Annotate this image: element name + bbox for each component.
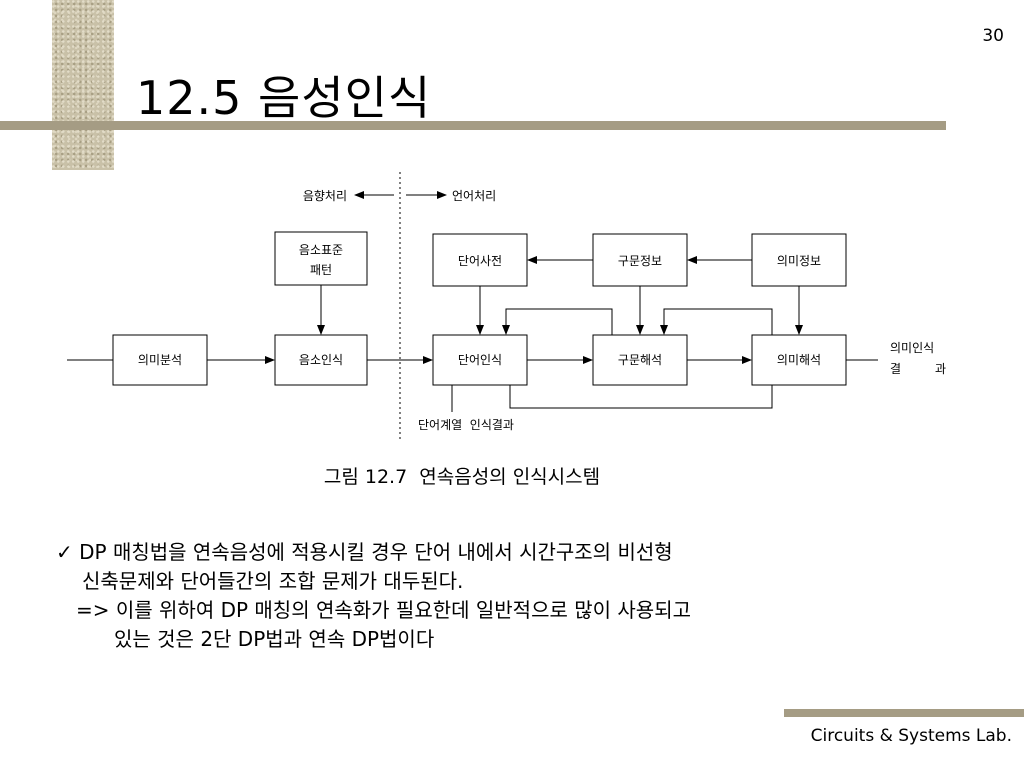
semantic-analysis-box: 의미해석 [751,334,847,386]
language-processing-label: 언어처리 [452,189,496,203]
feedback-syntax-to-word [502,308,613,335]
decorative-texture-block [52,0,114,170]
slide-title: 12.5 음성인식 [136,71,432,125]
word-recognition-label: 단어인식 [458,353,502,367]
bullet-line-1-text: DP 매칭법을 연속음성에 적용시킬 경우 단어 내에서 시간구조의 비선형 [79,540,673,564]
feedback-bottom-loop [509,385,773,409]
output-label-line2a: 결 [890,362,901,376]
body-text: ✓ DP 매칭법을 연속음성에 적용시킬 경우 단어 내에서 시간구조의 비선형… [56,538,976,654]
bullet-line-1: ✓ DP 매칭법을 연속음성에 적용시킬 경우 단어 내에서 시간구조의 비선형 [56,538,976,567]
acoustic-processing-label: 음향처리 [303,189,347,203]
semantic-info-label: 의미정보 [777,254,821,268]
syntax-info-box: 구문정보 [592,233,688,287]
bullet-line-4: 있는 것은 2단 DP법과 연속 DP법이다 [114,627,435,651]
meaning-analysis-box: 의미분석 [112,334,208,386]
phoneme-pattern-box: 음소표준 패턴 [274,231,368,286]
title-divider [0,121,946,130]
feedback-semantic-to-syntax [660,308,773,335]
word-recognition-box: 단어인식 [432,334,528,386]
phoneme-pattern-line1: 음소표준 [299,243,343,257]
phoneme-recognition-box: 음소인식 [274,334,368,386]
syntax-analysis-box: 구문해석 [592,334,688,386]
syntax-analysis-label: 구문해석 [618,353,662,367]
bullet-line-2: 신축문제와 단어들간의 조합 문제가 대두된다. [82,569,464,593]
bullet-line-3: => 이를 위하여 DP 매칭의 연속화가 필요한데 일반적으로 많이 사용되고 [76,598,691,622]
semantic-info-box: 의미정보 [751,233,847,287]
check-icon: ✓ [56,540,73,564]
semantic-analysis-label: 의미해석 [777,353,821,367]
word-dictionary-box: 단어사전 [432,233,528,287]
phoneme-pattern-line2: 패턴 [310,263,332,277]
syntax-info-label: 구문정보 [618,254,662,268]
footer-divider [784,709,1024,717]
output-label-line2b: 과 [935,362,946,376]
meaning-analysis-label: 의미분석 [138,353,182,367]
word-sequence-label: 단어계열 인식결과 [418,418,514,432]
word-dictionary-label: 단어사전 [458,254,502,268]
footer-lab-name: Circuits & Systems Lab. [810,726,1012,746]
page-number: 30 [982,26,1004,46]
output-label-line1: 의미인식 [890,341,934,355]
phoneme-recognition-label: 음소인식 [299,353,343,367]
figure-caption: 그림 12.7 연속음성의 인식시스템 [323,466,601,488]
